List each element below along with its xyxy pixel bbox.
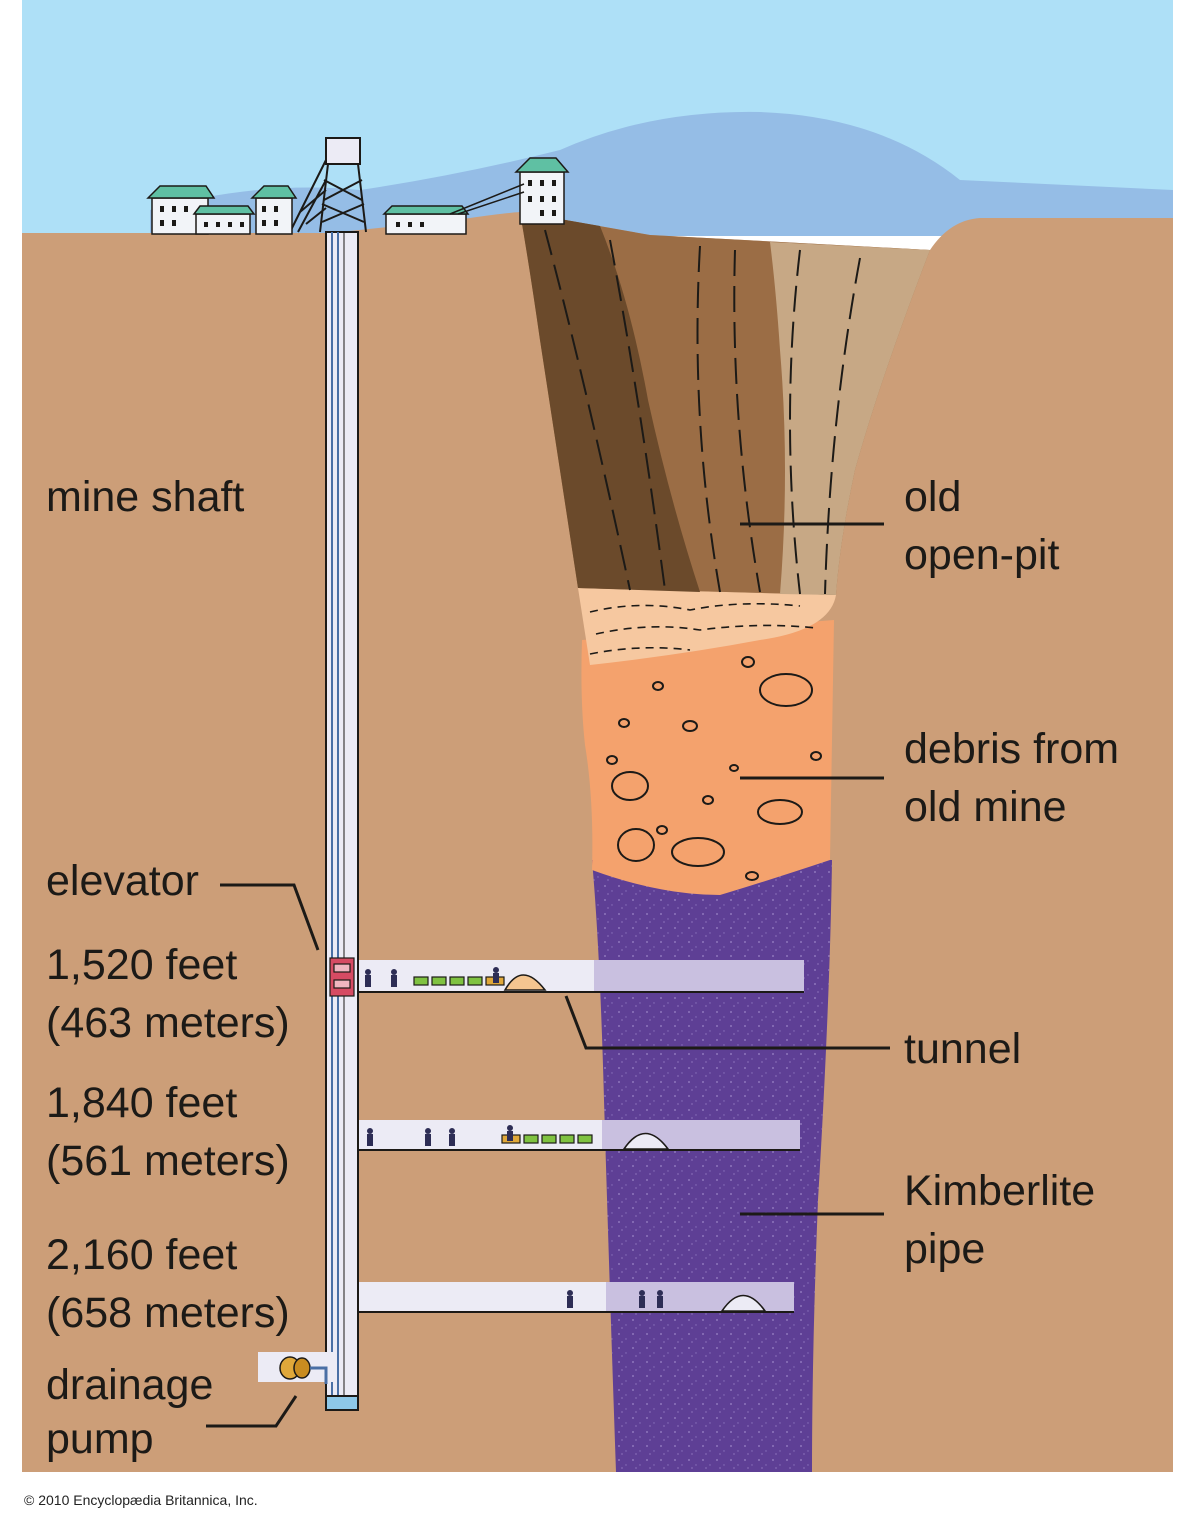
pit-strata-lines bbox=[544, 229, 861, 595]
label-tunnel: tunnel bbox=[904, 1025, 1022, 1073]
label-kimberlite-line1: Kimberlite bbox=[904, 1167, 1096, 1215]
tunnel-arches bbox=[503, 974, 767, 1312]
label-debris-line2: old mine bbox=[904, 783, 1067, 831]
label-level2-meters: (561 meters) bbox=[46, 1137, 290, 1185]
label-level1-feet: 1,520 feet bbox=[46, 941, 238, 989]
label-level1-meters: (463 meters) bbox=[46, 999, 290, 1047]
label-level3-feet: 2,160 feet bbox=[46, 1231, 238, 1279]
debris-layer bbox=[581, 620, 834, 895]
label-elevator: elevator bbox=[46, 857, 199, 905]
label-mine-shaft: mine shaft bbox=[46, 473, 245, 521]
label-old-open-pit-line2: open-pit bbox=[904, 531, 1060, 579]
label-kimberlite-line2: pipe bbox=[904, 1225, 986, 1273]
miners bbox=[365, 967, 663, 1308]
drainage-pump bbox=[258, 1352, 334, 1384]
debris-top-marks bbox=[589, 602, 817, 655]
label-debris-line1: debris from bbox=[904, 725, 1120, 773]
label-drainage-line1: drainage bbox=[46, 1361, 214, 1409]
label-drainage-line2: pump bbox=[46, 1415, 154, 1463]
debris-top-layer bbox=[578, 588, 836, 665]
leader-lines bbox=[206, 522, 890, 1428]
leader-elevator bbox=[220, 883, 320, 951]
copyright-notice: © 2010 Encyclopædia Britannica, Inc. bbox=[24, 1492, 258, 1508]
leader-tunnel bbox=[564, 995, 890, 1050]
label-level2-feet: 1,840 feet bbox=[46, 1079, 238, 1127]
label-old-open-pit-line1: old bbox=[904, 473, 962, 521]
debris-rocks bbox=[606, 656, 822, 881]
tunnel-level-1 bbox=[358, 960, 804, 993]
open-pit-light bbox=[770, 242, 930, 595]
surface-buildings bbox=[146, 157, 570, 235]
label-level3-meters: (658 meters) bbox=[46, 1289, 290, 1337]
leader-drainage bbox=[206, 1395, 298, 1428]
headframe bbox=[289, 137, 367, 233]
elevator-cage bbox=[329, 957, 355, 997]
mountain bbox=[150, 111, 1173, 236]
building-windows bbox=[160, 180, 556, 227]
mine-shaft bbox=[325, 231, 359, 1411]
